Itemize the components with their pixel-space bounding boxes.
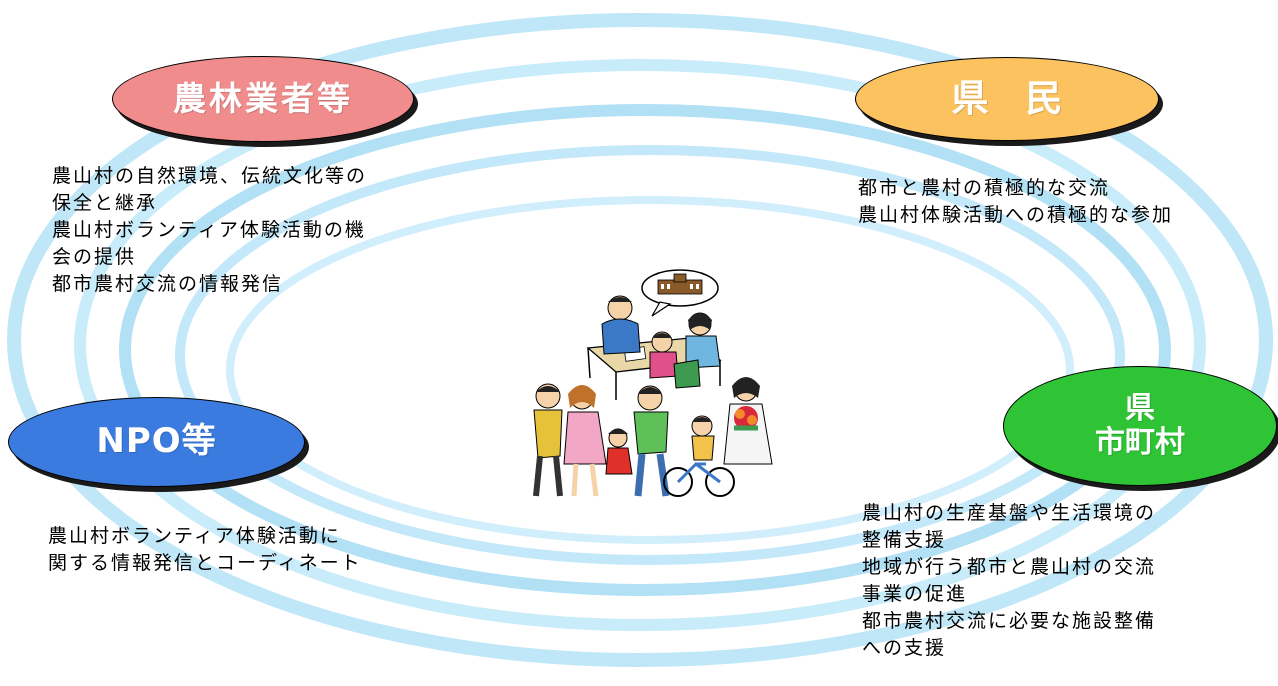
ken-role-line: 都市農村交流に必要な施設整備 (862, 610, 1157, 632)
seated-woman (685, 312, 721, 369)
ring-inner-2 (226, 196, 1074, 544)
woman-with-flowers (723, 377, 773, 465)
ken-role-line: 地域が行う都市と農山村の交流 (862, 556, 1157, 578)
ken-shichoson-oval: 県 市町村 (1003, 366, 1277, 486)
nourin-label: 農林業者等 (173, 79, 353, 119)
kenmin-oval: 県 民 (855, 57, 1159, 141)
ring-outer (7, 13, 1273, 667)
standing-mother (563, 385, 607, 497)
people-meeting-illustration (533, 269, 773, 497)
ken-shichoson-roles: 農山村の生産基盤や生活環境の 整備支援 地域が行う都市と農山村の交流 事業の促進… (862, 500, 1156, 662)
ken-role-line: への支援 (862, 637, 947, 659)
nourin-role-line: 保全と継承 (52, 192, 158, 214)
nourin-role-line: 都市農村交流の情報発信 (52, 273, 284, 295)
npo-role-line: 関する情報発信とコーディネート (48, 552, 362, 574)
ring-middle (119, 104, 1171, 596)
seated-man (601, 295, 641, 355)
ring-outer-2 (74, 59, 1206, 631)
npo-roles: 農山村ボランティア体験活動に 関する情報発信とコーディネート (48, 523, 362, 577)
kenmin-role-line: 農山村体験活動への積極的な参加 (858, 204, 1174, 226)
ken-role-line: 農山村の生産基盤や生活環境の (862, 502, 1157, 524)
standing-father (533, 383, 563, 497)
nourin-roles: 農山村の自然環境、伝統文化等の 保全と継承 農山村ボランティア体験活動の機 会の… (52, 163, 367, 298)
nourin-role-line: 会の提供 (52, 246, 137, 268)
child-on-bike (691, 415, 715, 461)
ken-role-line: 事業の促進 (862, 583, 968, 605)
bicycle-icon (663, 462, 735, 497)
boy-green (633, 385, 670, 497)
ken-label: 県 (1125, 390, 1155, 426)
kenmin-role-line: 都市と農村の積極的な交流 (858, 177, 1111, 199)
nourin-oval: 農林業者等 (112, 56, 414, 142)
nourin-role-line: 農山村ボランティア体験活動の機 (52, 219, 366, 241)
kenmin-roles: 都市と農村の積極的な交流 農山村体験活動への積極的な参加 (858, 175, 1173, 229)
nourin-role-line: 農山村の自然環境、伝統文化等の (52, 165, 368, 187)
speech-bubble-icon (641, 269, 719, 317)
small-girl (605, 428, 633, 475)
npo-label: NPO等 (96, 421, 217, 462)
seated-girl (649, 331, 701, 389)
ken-role-line: 整備支援 (862, 529, 947, 551)
kenmin-label: 県 民 (951, 76, 1063, 120)
shichoson-label: 市町村 (1095, 425, 1185, 460)
npo-role-line: 農山村ボランティア体験活動に (48, 525, 341, 547)
npo-oval: NPO等 (8, 397, 305, 487)
ring-inner (175, 145, 1125, 565)
